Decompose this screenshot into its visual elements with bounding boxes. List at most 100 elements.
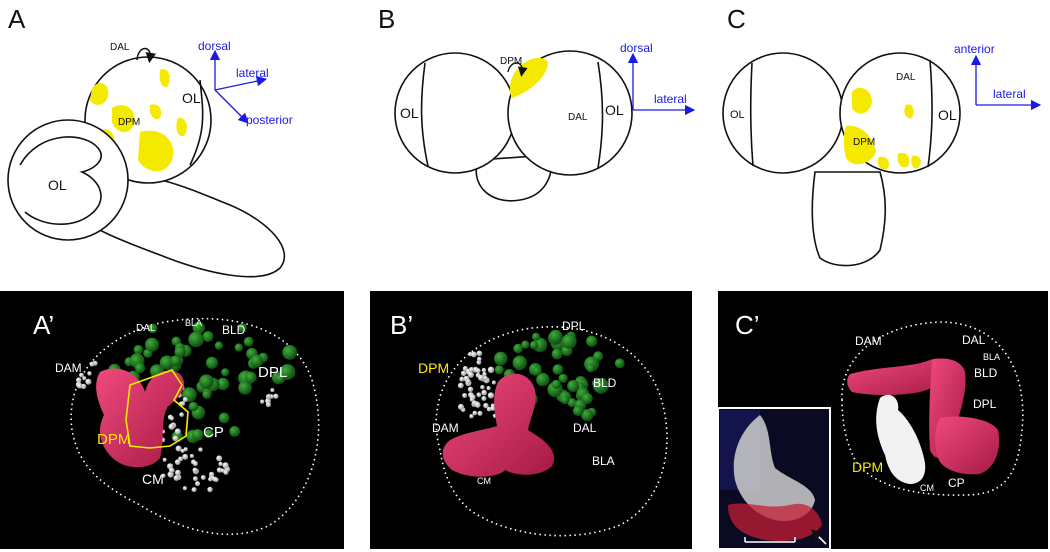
panel-c: C OL DAL DPM OL anterior lateral [722, 4, 1042, 267]
cell-sphere-white [179, 412, 184, 417]
cell-sphere-white [189, 454, 194, 458]
panel-c-prime-label-cp: CP [948, 476, 965, 490]
panel-c-right-ol-line [927, 59, 933, 168]
cell-sphere-white [79, 372, 84, 378]
cell-sphere-white [183, 447, 188, 452]
panel-a-label-dpm: DPM [118, 117, 140, 128]
panel-a-prime-label-dal: DAL [136, 323, 156, 334]
cell-sphere-white [468, 371, 474, 378]
panel-a-label-ol2: OL [48, 177, 67, 193]
cell-sphere-white [487, 366, 495, 373]
panel-a-prime: A’ DAL BLA BLD DAM DPL DPM CP CM [0, 291, 344, 549]
cell-sphere-white [180, 448, 185, 453]
cell-sphere-green [529, 340, 539, 350]
panel-b-prime-label-dal: DAL [573, 421, 597, 435]
panel-b-prime-label-dpm: DPM [418, 360, 449, 376]
cell-sphere-green [532, 332, 540, 341]
panel-b-prime-label-bla: BLA [592, 454, 615, 468]
cell-sphere-white [180, 401, 186, 406]
cell-sphere-white [481, 396, 487, 401]
panel-b-dpm-arrow [507, 62, 528, 77]
cell-sphere-green [586, 364, 595, 373]
panel-c-prime-label-dal: DAL [962, 333, 986, 347]
panel-a-letter: A [8, 4, 26, 34]
panel-c-nerve-cord [811, 171, 887, 267]
cell-sphere-white [481, 367, 487, 373]
cell-sphere-white [270, 388, 275, 393]
cell-sphere-green [188, 331, 204, 348]
cell-sphere-white [459, 376, 465, 382]
cell-sphere-green [593, 351, 604, 362]
cell-sphere-green [243, 336, 254, 347]
cell-sphere-green [532, 366, 542, 376]
cell-sphere-white [173, 475, 180, 481]
panel-b-orientation-axes: dorsal lateral [620, 41, 696, 116]
cell-sphere-white [483, 375, 488, 381]
cell-sphere-green [199, 374, 214, 389]
panel-b-letter: B [378, 4, 395, 34]
cell-sphere-green [275, 373, 286, 384]
cell-sphere-green [234, 343, 243, 352]
cell-sphere-white [169, 467, 175, 473]
cell-sphere-green [551, 379, 561, 389]
panel-c-prime-label-bld: BLD [974, 366, 998, 380]
cell-sphere-green [145, 337, 159, 352]
cell-sphere-green [202, 389, 212, 399]
cell-sphere-white [491, 380, 496, 385]
cell-sphere-green [586, 335, 598, 347]
cell-sphere-green [202, 331, 214, 342]
panel-c-prime-label-bla: BLA [983, 352, 1000, 362]
panel-c-prime-inset [717, 407, 831, 550]
cell-sphere-white [467, 386, 474, 392]
cell-sphere-white [174, 459, 181, 465]
cell-sphere-green [250, 354, 264, 368]
panel-c-orientation-axes: anterior lateral [954, 42, 1042, 111]
panel-a-prime-label-dam: DAM [55, 361, 82, 375]
cell-sphere-white [193, 476, 198, 482]
cell-sphere-green [593, 377, 609, 394]
panel-b-axis-dorsal: dorsal [620, 41, 653, 55]
cell-sphere-white [191, 487, 197, 493]
panel-a-orientation-axes: dorsal lateral posterior [198, 39, 293, 127]
cell-sphere-white [172, 435, 179, 441]
cell-sphere-green [216, 377, 230, 391]
cell-sphere-white [169, 416, 174, 421]
cell-sphere-green [238, 381, 252, 395]
cell-sphere-white [483, 402, 489, 409]
cell-sphere-white [469, 367, 474, 372]
panel-b-prime-label-bld: BLD [593, 376, 617, 390]
panel-b-prime-background [370, 291, 692, 549]
panel-c-prime-letter: C’ [735, 310, 760, 340]
panel-c-prime-label-dpm: DPM [852, 459, 883, 475]
panel-c-label-ol-right: OL [938, 107, 957, 123]
panel-c-axis-lateral: lateral [993, 87, 1026, 101]
panel-b-prime: B’ DPL DPM BLD DAM DAL BLA CM [370, 291, 692, 549]
cell-sphere-white [218, 461, 223, 467]
cell-sphere-white [475, 368, 481, 374]
cell-sphere-white [471, 351, 477, 358]
cell-sphere-white [267, 394, 271, 398]
cell-sphere-white [214, 477, 219, 483]
panel-a-nerve-cord [74, 169, 286, 278]
cell-sphere-white [216, 455, 223, 462]
panel-b: B DPM OL DAL OL dorsal lateral [378, 4, 696, 202]
panel-a-prime-label-dpl: DPL [258, 364, 287, 381]
cell-sphere-white [462, 393, 468, 398]
cell-sphere-green [245, 371, 257, 384]
panel-c-prime: C’ DAM DAL BLA BLD DPL DPM CM CP [717, 291, 1048, 550]
panel-a-label-ol1: OL [182, 90, 201, 106]
panel-c-label-dal: DAL [896, 72, 916, 83]
cell-sphere-green [221, 368, 230, 377]
cell-sphere-green [581, 409, 594, 422]
cell-sphere-white [174, 428, 181, 435]
cell-sphere-white [476, 350, 483, 357]
cell-sphere-green [218, 412, 230, 424]
cell-sphere-green [581, 393, 593, 404]
cell-sphere-green [614, 358, 625, 369]
panel-c-left-ol-line [749, 62, 754, 167]
cell-sphere-green [567, 380, 580, 392]
cell-sphere-white [168, 423, 175, 430]
cell-sphere-white [208, 477, 213, 482]
cell-sphere-green [536, 372, 550, 387]
